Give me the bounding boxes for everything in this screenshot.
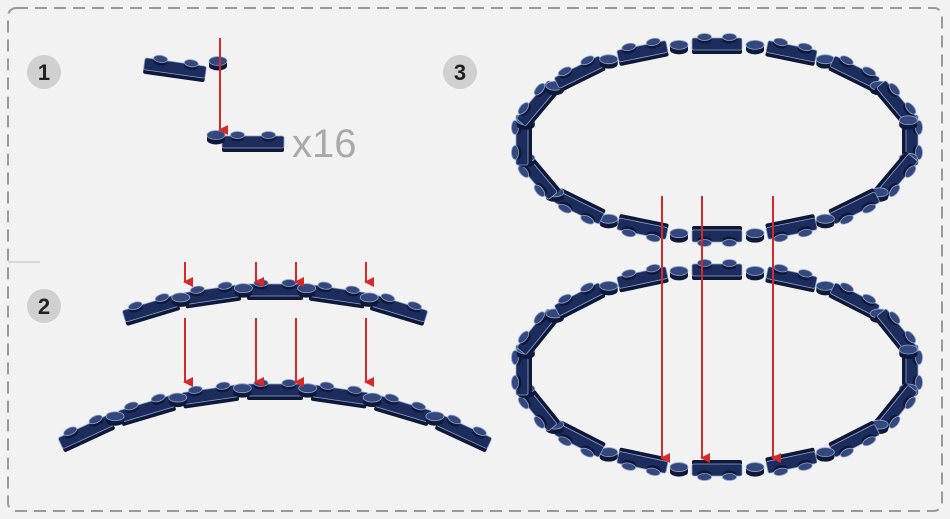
round-plate-icon — [234, 284, 252, 298]
step-3-badge: 3 — [443, 55, 477, 89]
round-plate-icon — [600, 281, 618, 295]
round-plate-icon — [746, 463, 764, 477]
round-plate-icon — [106, 412, 124, 426]
round-plate-icon — [233, 384, 251, 398]
round-plate-icon — [670, 229, 688, 243]
step-2-badge: 2 — [27, 289, 61, 323]
round-plate-icon — [207, 131, 225, 145]
round-plate-icon — [172, 293, 190, 307]
round-plate-icon — [299, 384, 317, 398]
round-plate-icon — [670, 266, 688, 280]
step-3-number: 3 — [454, 60, 466, 85]
round-plate-icon — [298, 284, 316, 298]
step-1-badge: 1 — [27, 55, 61, 89]
round-plate-icon — [816, 448, 834, 462]
round-plate-icon — [899, 345, 917, 359]
round-plate-icon — [363, 393, 381, 407]
round-plate-icon — [426, 412, 444, 426]
round-plate-icon — [209, 57, 227, 71]
step-1-number: 1 — [38, 60, 50, 85]
round-plate-icon — [169, 393, 187, 407]
quantity-label: x16 — [292, 122, 357, 166]
round-plate-icon — [816, 214, 834, 228]
round-plate-icon — [899, 116, 917, 130]
round-plate-icon — [670, 463, 688, 477]
round-plate-icon — [360, 293, 378, 307]
round-plate-icon — [600, 55, 618, 69]
step-2-number: 2 — [38, 294, 50, 319]
round-plate-icon — [746, 40, 764, 54]
round-plate-icon — [746, 266, 764, 280]
round-plate-icon — [746, 229, 764, 243]
round-plate-icon — [670, 40, 688, 54]
